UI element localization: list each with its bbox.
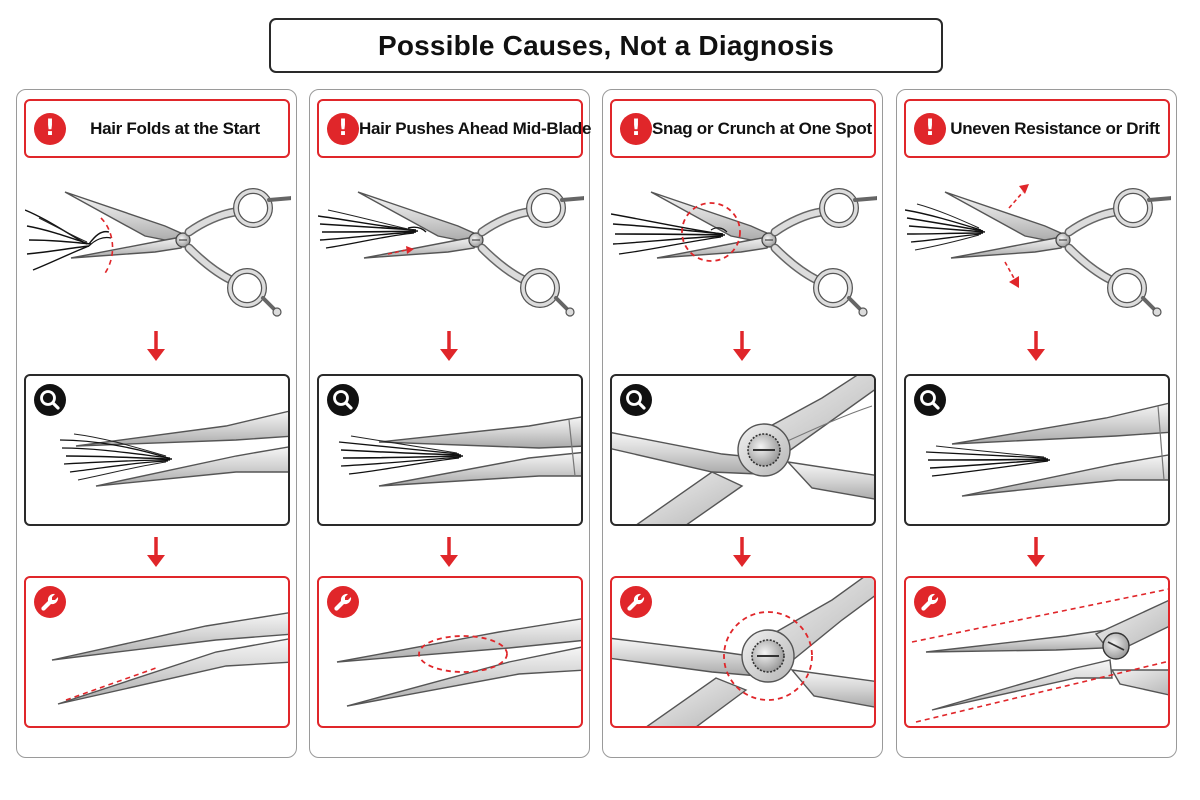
exclamation-alert-icon: ! — [620, 112, 652, 145]
arrow-down-icon — [440, 537, 458, 567]
cause-heading-text: Hair Pushes Ahead Mid-Blade — [359, 118, 592, 138]
scissors-overview-illustration — [318, 170, 584, 320]
cause-column-snag: ! Snag or Crunch at One Spot — [602, 89, 883, 758]
page-title: Possible Causes, Not a Diagnosis — [377, 29, 835, 61]
arrow-down-icon — [1027, 331, 1045, 361]
wrench-icon — [914, 586, 946, 618]
exclamation-alert-icon: ! — [327, 112, 359, 145]
cause-heading: ! Snag or Crunch at One Spot — [610, 99, 876, 158]
magnifier-icon — [34, 384, 66, 416]
title-banner: Possible Causes, Not a Diagnosis — [269, 18, 943, 73]
arrow-down-icon — [440, 331, 458, 361]
arrow-down-icon — [1027, 537, 1045, 567]
arrow-down-icon — [733, 537, 751, 567]
scissors-overview-illustration — [611, 170, 877, 320]
cause-column-uneven-resistance: ! Uneven Resistance or Drift — [896, 89, 1177, 758]
fix-closeup-panel — [24, 576, 290, 728]
fix-closeup-panel — [904, 576, 1170, 728]
wrench-icon — [327, 586, 359, 618]
cause-heading-text: Hair Folds at the Start — [90, 118, 260, 138]
wrench-icon — [620, 586, 652, 618]
inspect-closeup-panel — [317, 374, 583, 526]
fix-closeup-panel — [610, 576, 876, 728]
inspect-closeup-panel — [904, 374, 1170, 526]
inspect-closeup-panel — [610, 374, 876, 526]
cause-heading-text: Uneven Resistance or Drift — [950, 118, 1160, 138]
exclamation-alert-icon: ! — [34, 112, 66, 145]
scissors-overview-illustration — [25, 170, 291, 320]
fix-closeup-panel — [317, 576, 583, 728]
magnifier-icon — [327, 384, 359, 416]
cause-column-hair-folds: ! Hair Folds at the Start — [16, 89, 297, 758]
cause-heading: ! Uneven Resistance or Drift — [904, 99, 1170, 158]
cause-heading: ! Hair Pushes Ahead Mid-Blade — [317, 99, 591, 158]
arrow-down-icon — [147, 537, 165, 567]
cause-heading: ! Hair Folds at the Start — [24, 99, 290, 158]
arrow-down-icon — [733, 331, 751, 361]
scissors-overview-illustration — [905, 184, 1171, 320]
magnifier-icon — [620, 384, 652, 416]
inspect-closeup-panel — [24, 374, 290, 526]
cause-heading-text: Snag or Crunch at One Spot — [652, 118, 872, 138]
arrow-down-icon — [147, 331, 165, 361]
cause-column-hair-pushes: ! Hair Pushes Ahead Mid-Blade — [309, 89, 591, 758]
wrench-icon — [34, 586, 66, 618]
magnifier-icon — [914, 384, 946, 416]
exclamation-alert-icon: ! — [914, 112, 946, 145]
